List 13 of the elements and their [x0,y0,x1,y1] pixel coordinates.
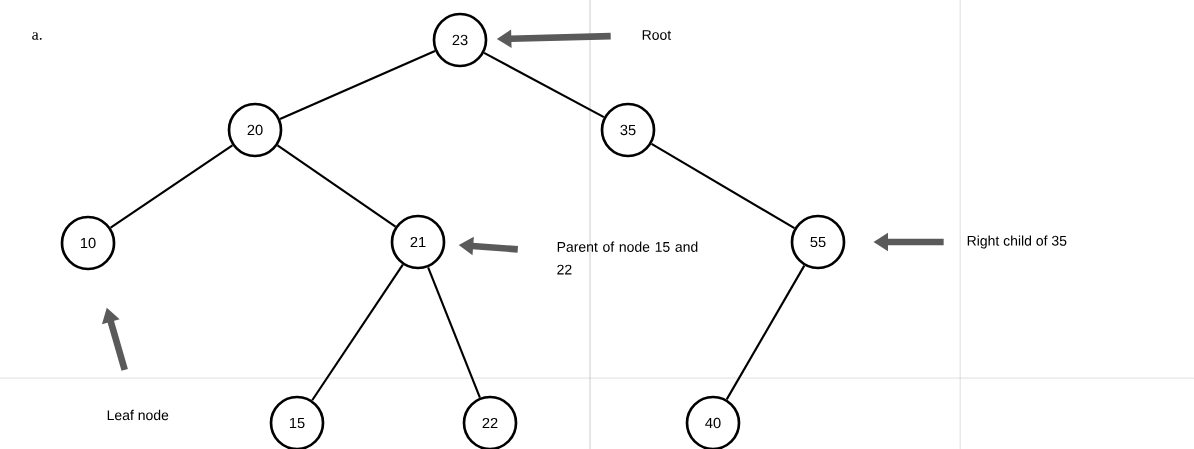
annotation-text: Parent of node 15 and 22 [557,241,698,275]
tree-edge [276,144,397,228]
tree-edge [279,50,436,120]
tree-edge [725,265,806,400]
tree-edge [110,144,233,229]
part-label: a. [32,32,42,40]
tree-edge [483,51,605,119]
annotation-text: Leaf node [107,409,169,421]
tree-edge [311,264,404,401]
annotation-text: Right child of 35 [967,235,1067,249]
tree-edge [651,142,795,230]
annotation-text: Root [642,30,672,40]
tree-edge [427,267,481,398]
